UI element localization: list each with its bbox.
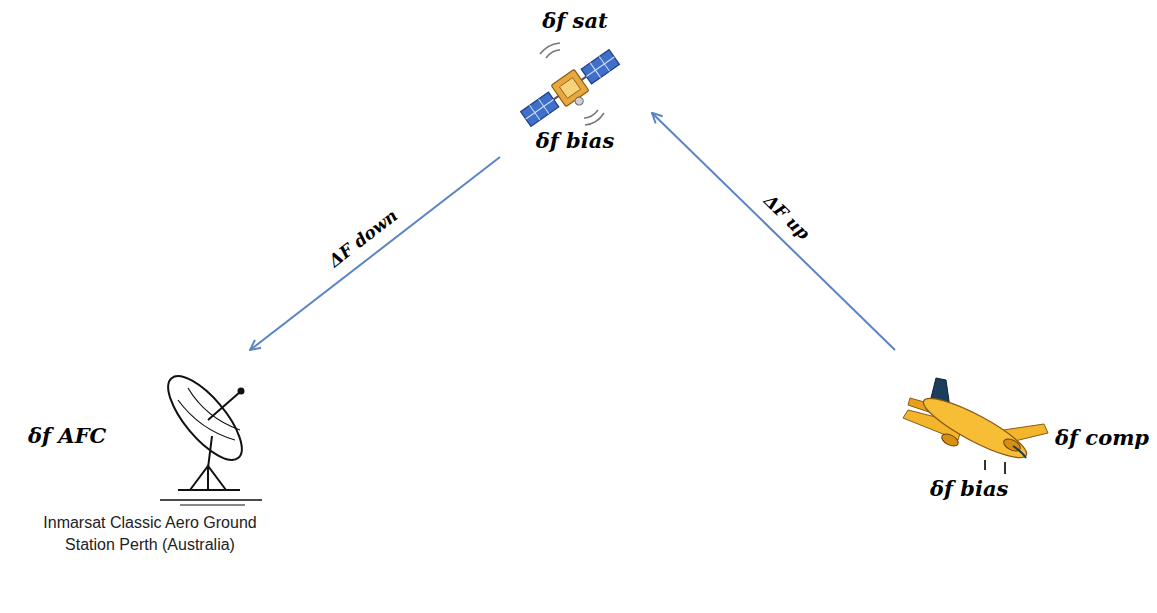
offset-symbol: δf bias bbox=[930, 475, 1008, 503]
signal-arrow bbox=[250, 157, 500, 350]
ground-station-node: δf AFC Inmarsat Classic Aero Ground Stati… bbox=[20, 350, 280, 595]
offset-symbol: δf bias bbox=[500, 127, 650, 155]
link-label: ΔF down bbox=[322, 203, 403, 272]
signal-waves bbox=[540, 43, 604, 125]
satellite-node: δf sat δf bias bbox=[500, 5, 652, 157]
link-label: ΔF up bbox=[758, 189, 816, 246]
offset-symbol: δf sat bbox=[500, 7, 650, 35]
satellite-icon bbox=[518, 46, 625, 135]
offset-symbol: δf AFC bbox=[28, 422, 106, 450]
station-caption: Inmarsat Classic Aero Ground Station Per… bbox=[35, 512, 265, 556]
offset-symbol: δf comp bbox=[1055, 424, 1149, 452]
dish-antenna-icon bbox=[156, 365, 262, 505]
aircraft-node: δf comp δf bias bbox=[895, 350, 1150, 505]
airplane-icon bbox=[903, 378, 1048, 474]
signal-arrow bbox=[652, 113, 895, 350]
